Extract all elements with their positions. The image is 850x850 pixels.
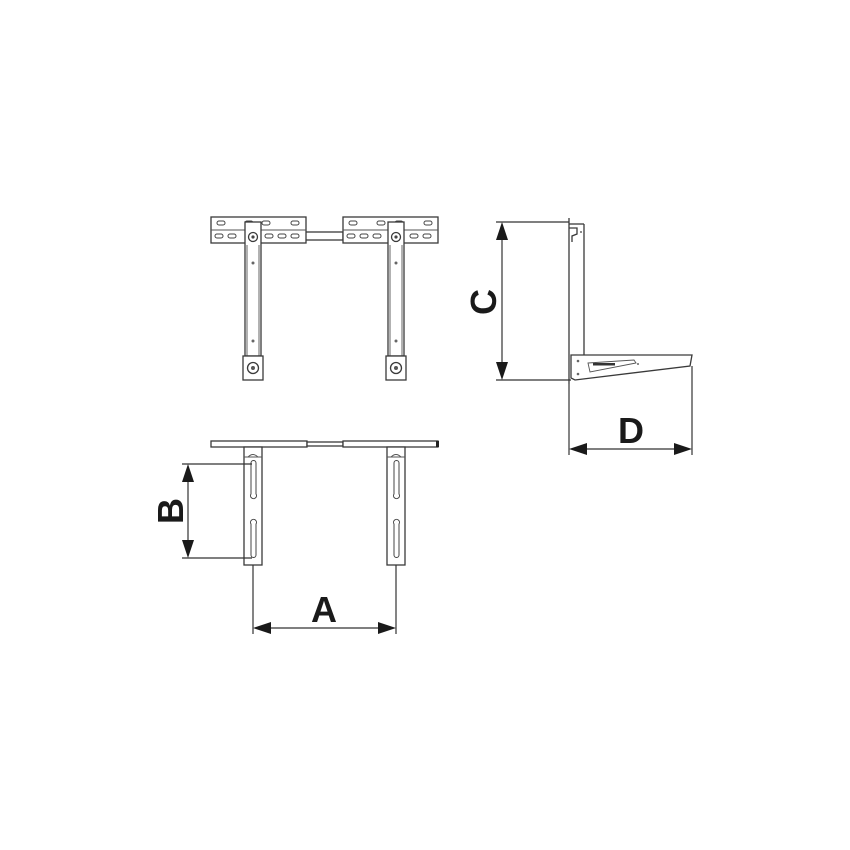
- dimension-label-d: D: [618, 410, 644, 451]
- dimension-d: D: [568, 366, 693, 455]
- dimension-a: A: [252, 565, 397, 634]
- dimension-label-b: B: [150, 498, 191, 524]
- top-view: [210, 440, 439, 566]
- dimension-label-a: A: [311, 589, 337, 630]
- dimension-label-c: C: [463, 289, 504, 315]
- dimension-c: C: [463, 221, 571, 381]
- front-view: [210, 216, 439, 381]
- dimension-b: B: [150, 463, 252, 559]
- side-view: [568, 218, 693, 384]
